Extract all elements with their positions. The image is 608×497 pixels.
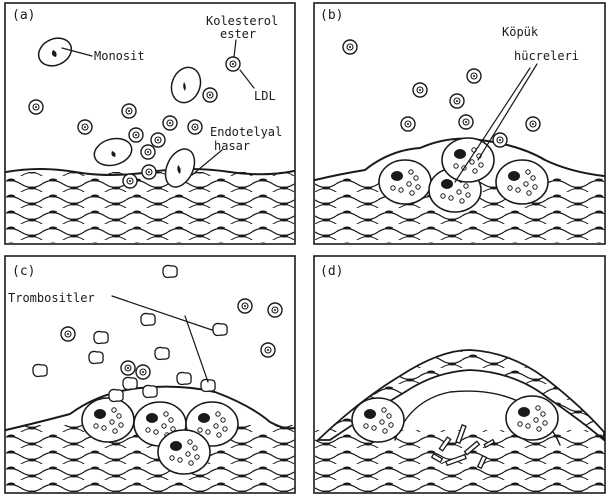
panel-a-letter: (a): [12, 8, 35, 23]
ldl-particle: [526, 117, 540, 131]
foam-label-line1: Köpük: [502, 25, 539, 39]
foam-cell: [496, 160, 548, 204]
platelet: [177, 372, 191, 384]
foam-label-line2: hücreleri: [514, 49, 579, 63]
ldl-label: LDL: [254, 89, 276, 103]
cholesterol-label-line1: Kolesterol: [206, 14, 278, 28]
platelet: [89, 351, 103, 363]
ldl-particle: [151, 133, 165, 147]
ldl-particle: [141, 145, 155, 159]
panel-c: (c) Trombositler: [5, 256, 295, 493]
panel-a-monocyte: [91, 135, 134, 170]
foam-cell: [379, 160, 431, 204]
ldl-particle: [203, 88, 217, 102]
panel-a-monocyte: [167, 63, 206, 106]
ldl-particle: [122, 104, 136, 118]
ldl-particle: [459, 115, 473, 129]
ldl-particle: [450, 94, 464, 108]
panel-b: (b) Köpük hücreleri: [314, 3, 605, 244]
platelet: [213, 323, 227, 335]
panel-d-letter: (d): [320, 264, 343, 279]
platelet: [163, 265, 177, 277]
foam-cell: [352, 398, 404, 442]
ldl-particle: [136, 365, 150, 379]
panel-b-letter: (b): [320, 8, 343, 23]
platelet: [33, 364, 47, 376]
platelet: [94, 331, 108, 343]
ldl-particle: [123, 174, 137, 188]
ldl-callout-line: [240, 70, 254, 88]
platelet: [143, 385, 157, 397]
ldl-particle: [401, 117, 415, 131]
panel-c-letter: (c): [12, 264, 35, 279]
panel-a-monocyte: [34, 33, 76, 71]
cholesterol-label-line2: ester: [220, 27, 256, 41]
foam-cell: [442, 138, 494, 182]
ldl-particle: [29, 100, 43, 114]
platelet: [123, 377, 137, 389]
ldl-particle: [121, 361, 135, 375]
ldl-particle: [61, 327, 75, 341]
ldl-particle: [142, 165, 156, 179]
platelet-label: Trombositler: [8, 291, 95, 305]
endothelial-label-line2: hasar: [214, 139, 250, 153]
platelet: [155, 347, 169, 359]
ldl-particle: [261, 343, 275, 357]
ldl-particle: [226, 57, 240, 71]
panel-a-vessel-wall: [6, 172, 294, 243]
ldl-particle: [413, 83, 427, 97]
ldl-particle: [268, 303, 282, 317]
foam-cell: [506, 396, 558, 440]
ldl-particle: [129, 128, 143, 142]
ldl-particle: [188, 120, 202, 134]
ldl-particle: [493, 133, 507, 147]
ldl-particle: [467, 69, 481, 83]
panel-d: (d): [314, 256, 605, 493]
foam-cell: [82, 398, 134, 442]
platelet-callout-line: [112, 296, 212, 330]
ldl-particle: [163, 116, 177, 130]
monocyte-label: Monosit: [94, 49, 145, 63]
panel-a: (a): [5, 3, 295, 244]
platelet: [141, 313, 155, 325]
cholesterol-callout-line: [234, 40, 236, 57]
ldl-particle: [78, 120, 92, 134]
ldl-particle: [238, 299, 252, 313]
platelet: [109, 389, 123, 401]
foam-cell: [158, 430, 210, 474]
platelet-callout-line: [185, 316, 208, 382]
endothelial-label-line1: Endotelyal: [210, 125, 282, 139]
ldl-particle: [343, 40, 357, 54]
